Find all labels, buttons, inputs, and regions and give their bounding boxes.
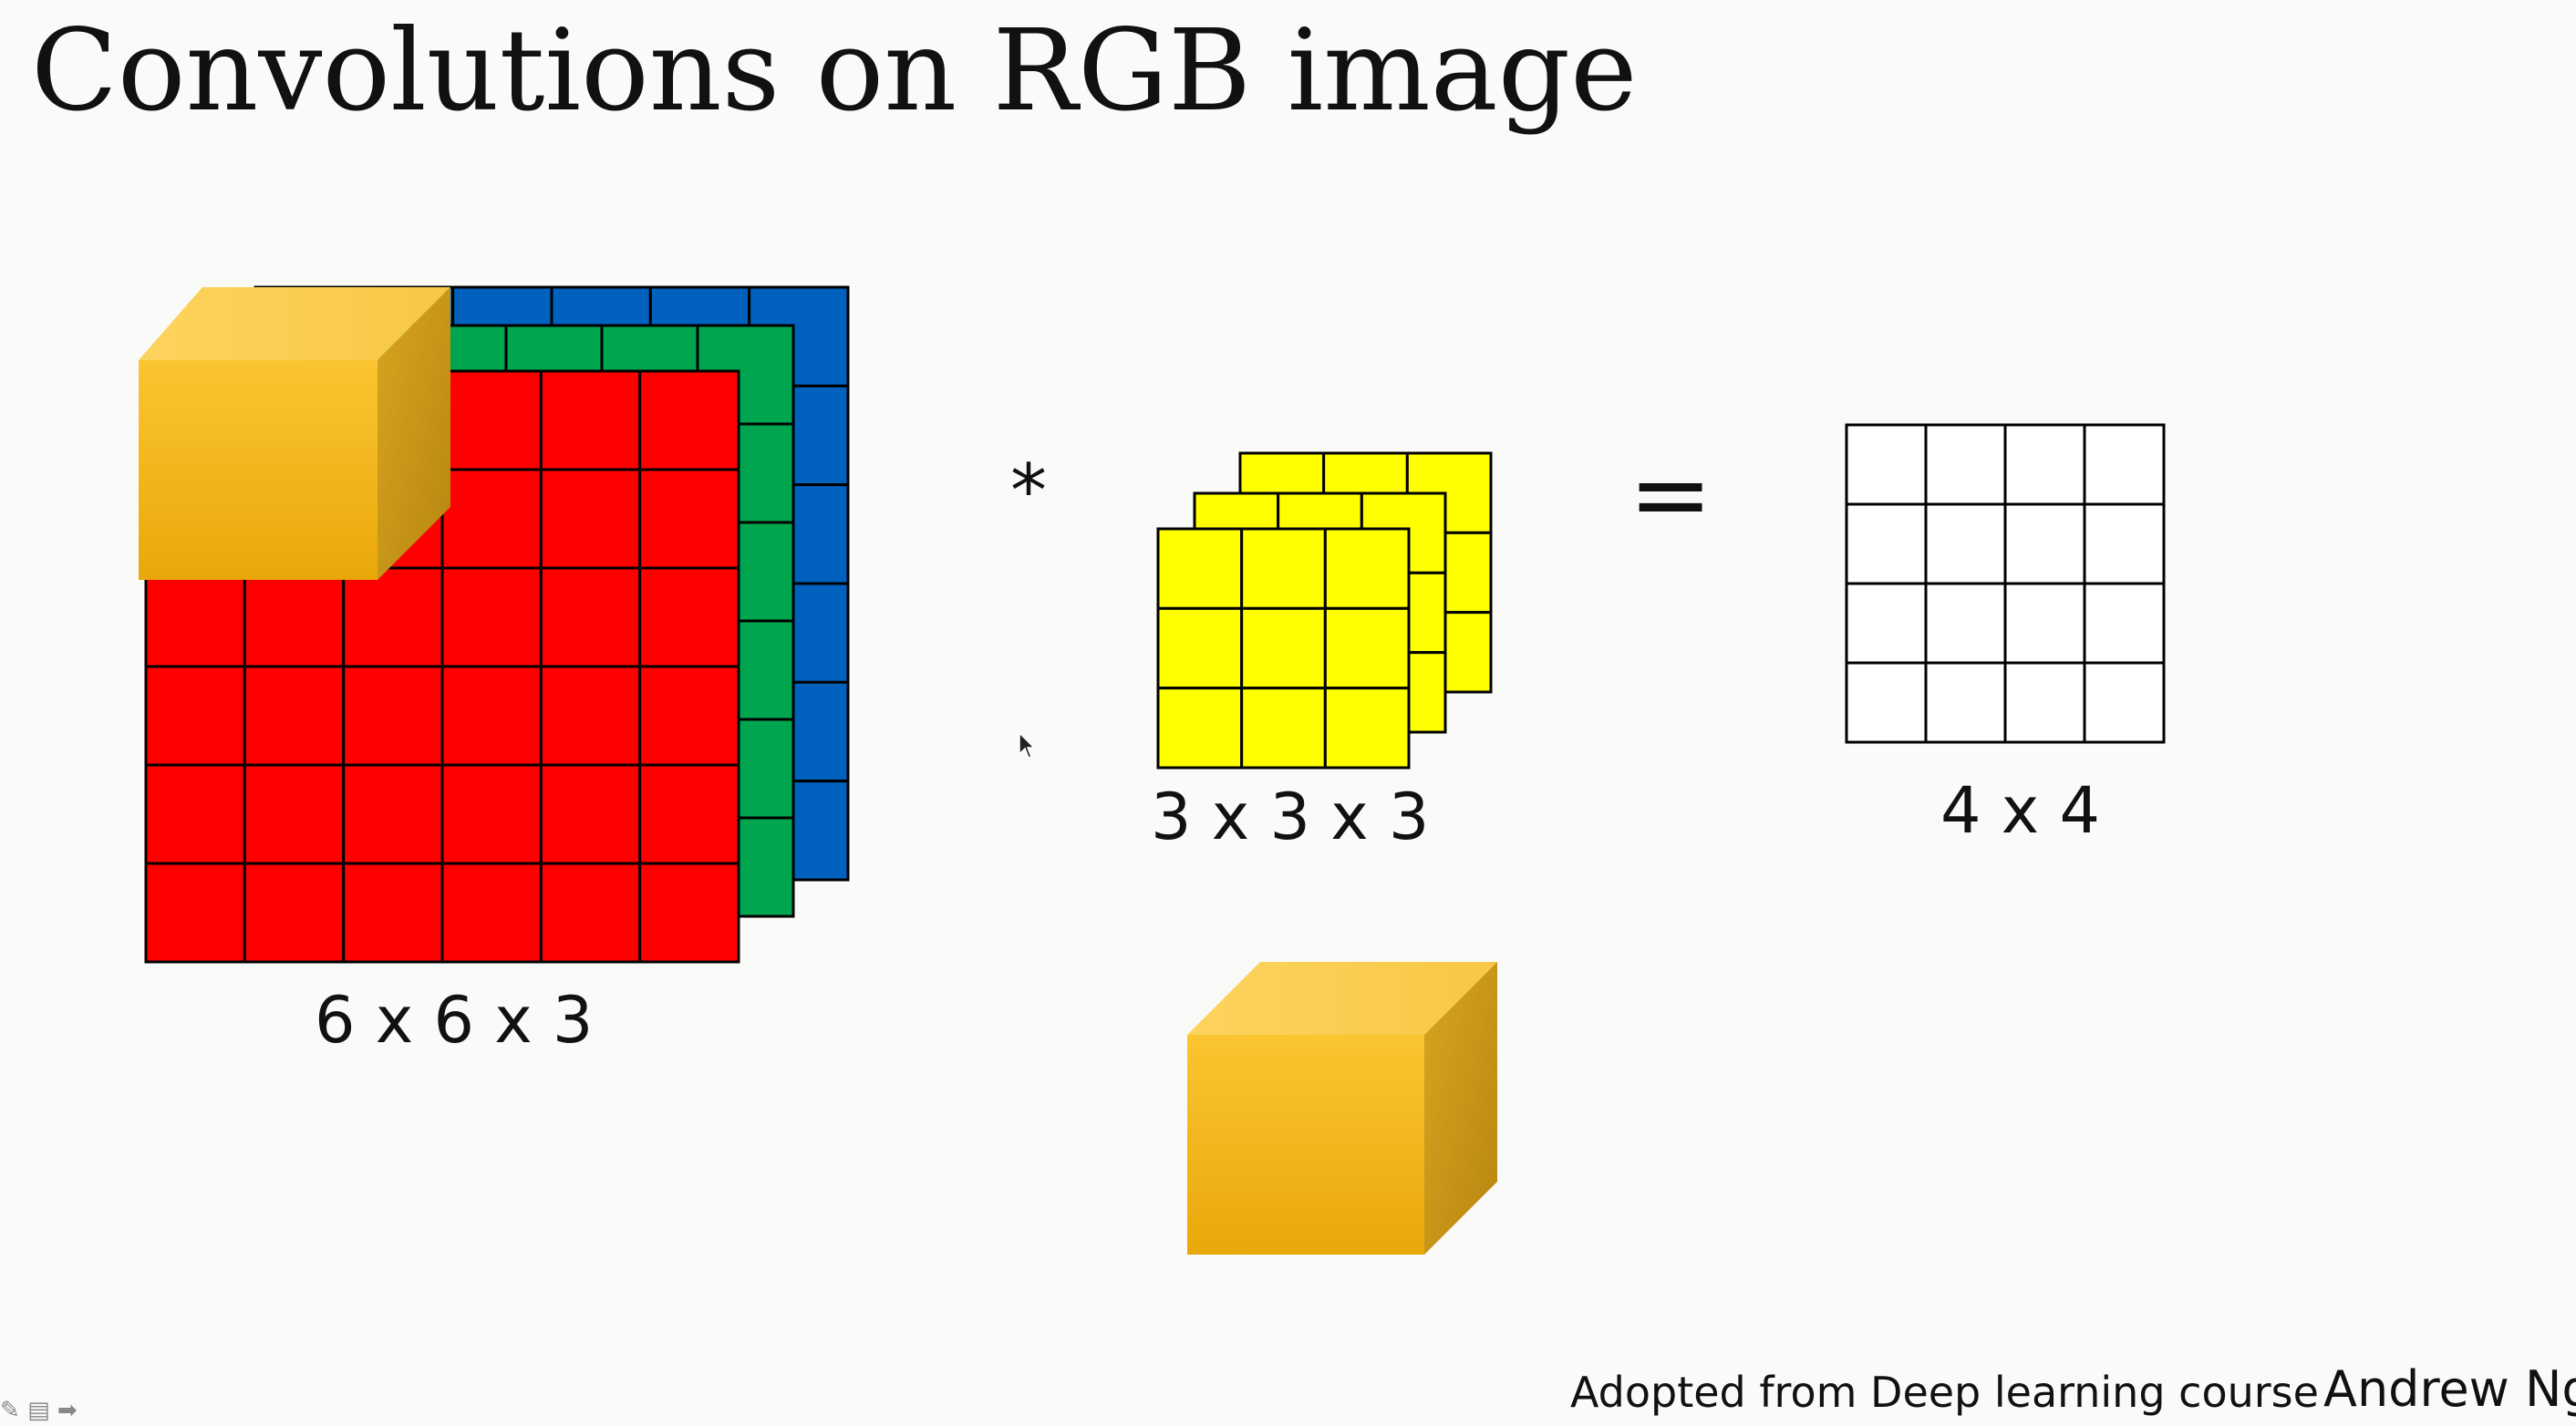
output-cell	[1924, 582, 2007, 665]
red-channel-cell	[638, 862, 740, 964]
equals-operator: =	[1629, 436, 1713, 553]
filter-front-cell	[1323, 527, 1411, 610]
slides-icon[interactable]: ▤	[27, 1397, 50, 1424]
slide-title: Convolutions on RGB image	[31, 5, 1638, 137]
filter-front-cell	[1156, 527, 1244, 610]
input-dimension-label: 6 x 6 x 3	[315, 983, 594, 1058]
red-channel-cell	[342, 566, 444, 668]
output-cell	[1845, 502, 1928, 585]
red-channel-cell	[440, 665, 543, 767]
output-grid	[1845, 423, 2166, 744]
red-channel-cell	[144, 665, 246, 767]
filter-front-cell	[1156, 606, 1244, 690]
output-cell	[2083, 502, 2166, 585]
filter-cube	[1187, 962, 1497, 1255]
output-cell	[2003, 423, 2086, 506]
mouse-cursor-icon	[1019, 732, 1035, 759]
filter-front-cell	[1240, 527, 1327, 610]
presentation-toolbar[interactable]: ✎ ▤ ➡	[0, 1397, 78, 1424]
output-cell	[2003, 661, 2086, 744]
filter-front-cell	[1240, 606, 1327, 690]
output-cell	[1845, 661, 1928, 744]
filter-front-cell	[1156, 687, 1244, 770]
next-arrow-icon[interactable]: ➡	[57, 1397, 78, 1424]
red-channel-cell	[342, 862, 444, 964]
red-channel-cell	[539, 862, 642, 964]
red-channel-cell	[638, 665, 740, 767]
red-channel-cell	[539, 763, 642, 865]
filter-layer-front	[1156, 527, 1411, 770]
red-channel-cell	[144, 763, 246, 865]
red-channel-cell	[539, 566, 642, 668]
output-cell	[2003, 502, 2086, 585]
red-channel-cell	[440, 369, 543, 471]
red-channel-cell	[243, 763, 346, 865]
output-cell	[2083, 423, 2166, 506]
red-channel-cell	[638, 369, 740, 471]
red-channel-cell	[243, 862, 346, 964]
output-dimension-label: 4 x 4	[1940, 773, 2100, 848]
red-channel-cell	[638, 763, 740, 865]
red-channel-cell	[638, 468, 740, 570]
output-cell	[2083, 661, 2166, 744]
red-channel-cell	[440, 566, 543, 668]
filter-front-cell	[1240, 687, 1327, 770]
red-channel-cell	[539, 369, 642, 471]
red-channel-cell	[440, 763, 543, 865]
red-channel-cell	[243, 566, 346, 668]
filter-dimension-label: 3 x 3 x 3	[1151, 780, 1430, 854]
output-cell	[1924, 423, 2007, 506]
red-channel-cell	[440, 468, 543, 570]
author-name: Andrew Ng	[2323, 1360, 2576, 1418]
red-channel-cell	[440, 862, 543, 964]
filter-front-cell	[1323, 687, 1411, 770]
red-channel-cell	[243, 665, 346, 767]
output-cell	[1924, 502, 2007, 585]
output-cell	[1845, 582, 1928, 665]
output-cell	[1845, 423, 1928, 506]
red-channel-cell	[342, 763, 444, 865]
red-channel-cell	[342, 665, 444, 767]
output-cell	[2003, 582, 2086, 665]
output-cell	[1924, 661, 2007, 744]
red-channel-cell	[144, 862, 246, 964]
convolution-operator: *	[1010, 449, 1047, 533]
pen-icon[interactable]: ✎	[0, 1397, 20, 1424]
red-channel-cell	[539, 665, 642, 767]
credit-text: Adopted from Deep learning course	[1570, 1368, 2319, 1417]
red-channel-cell	[539, 468, 642, 570]
red-channel-cell	[144, 566, 246, 668]
input-filter-cube	[139, 287, 450, 580]
filter-front-cell	[1323, 606, 1411, 690]
red-channel-cell	[638, 566, 740, 668]
output-cell	[2083, 582, 2166, 665]
